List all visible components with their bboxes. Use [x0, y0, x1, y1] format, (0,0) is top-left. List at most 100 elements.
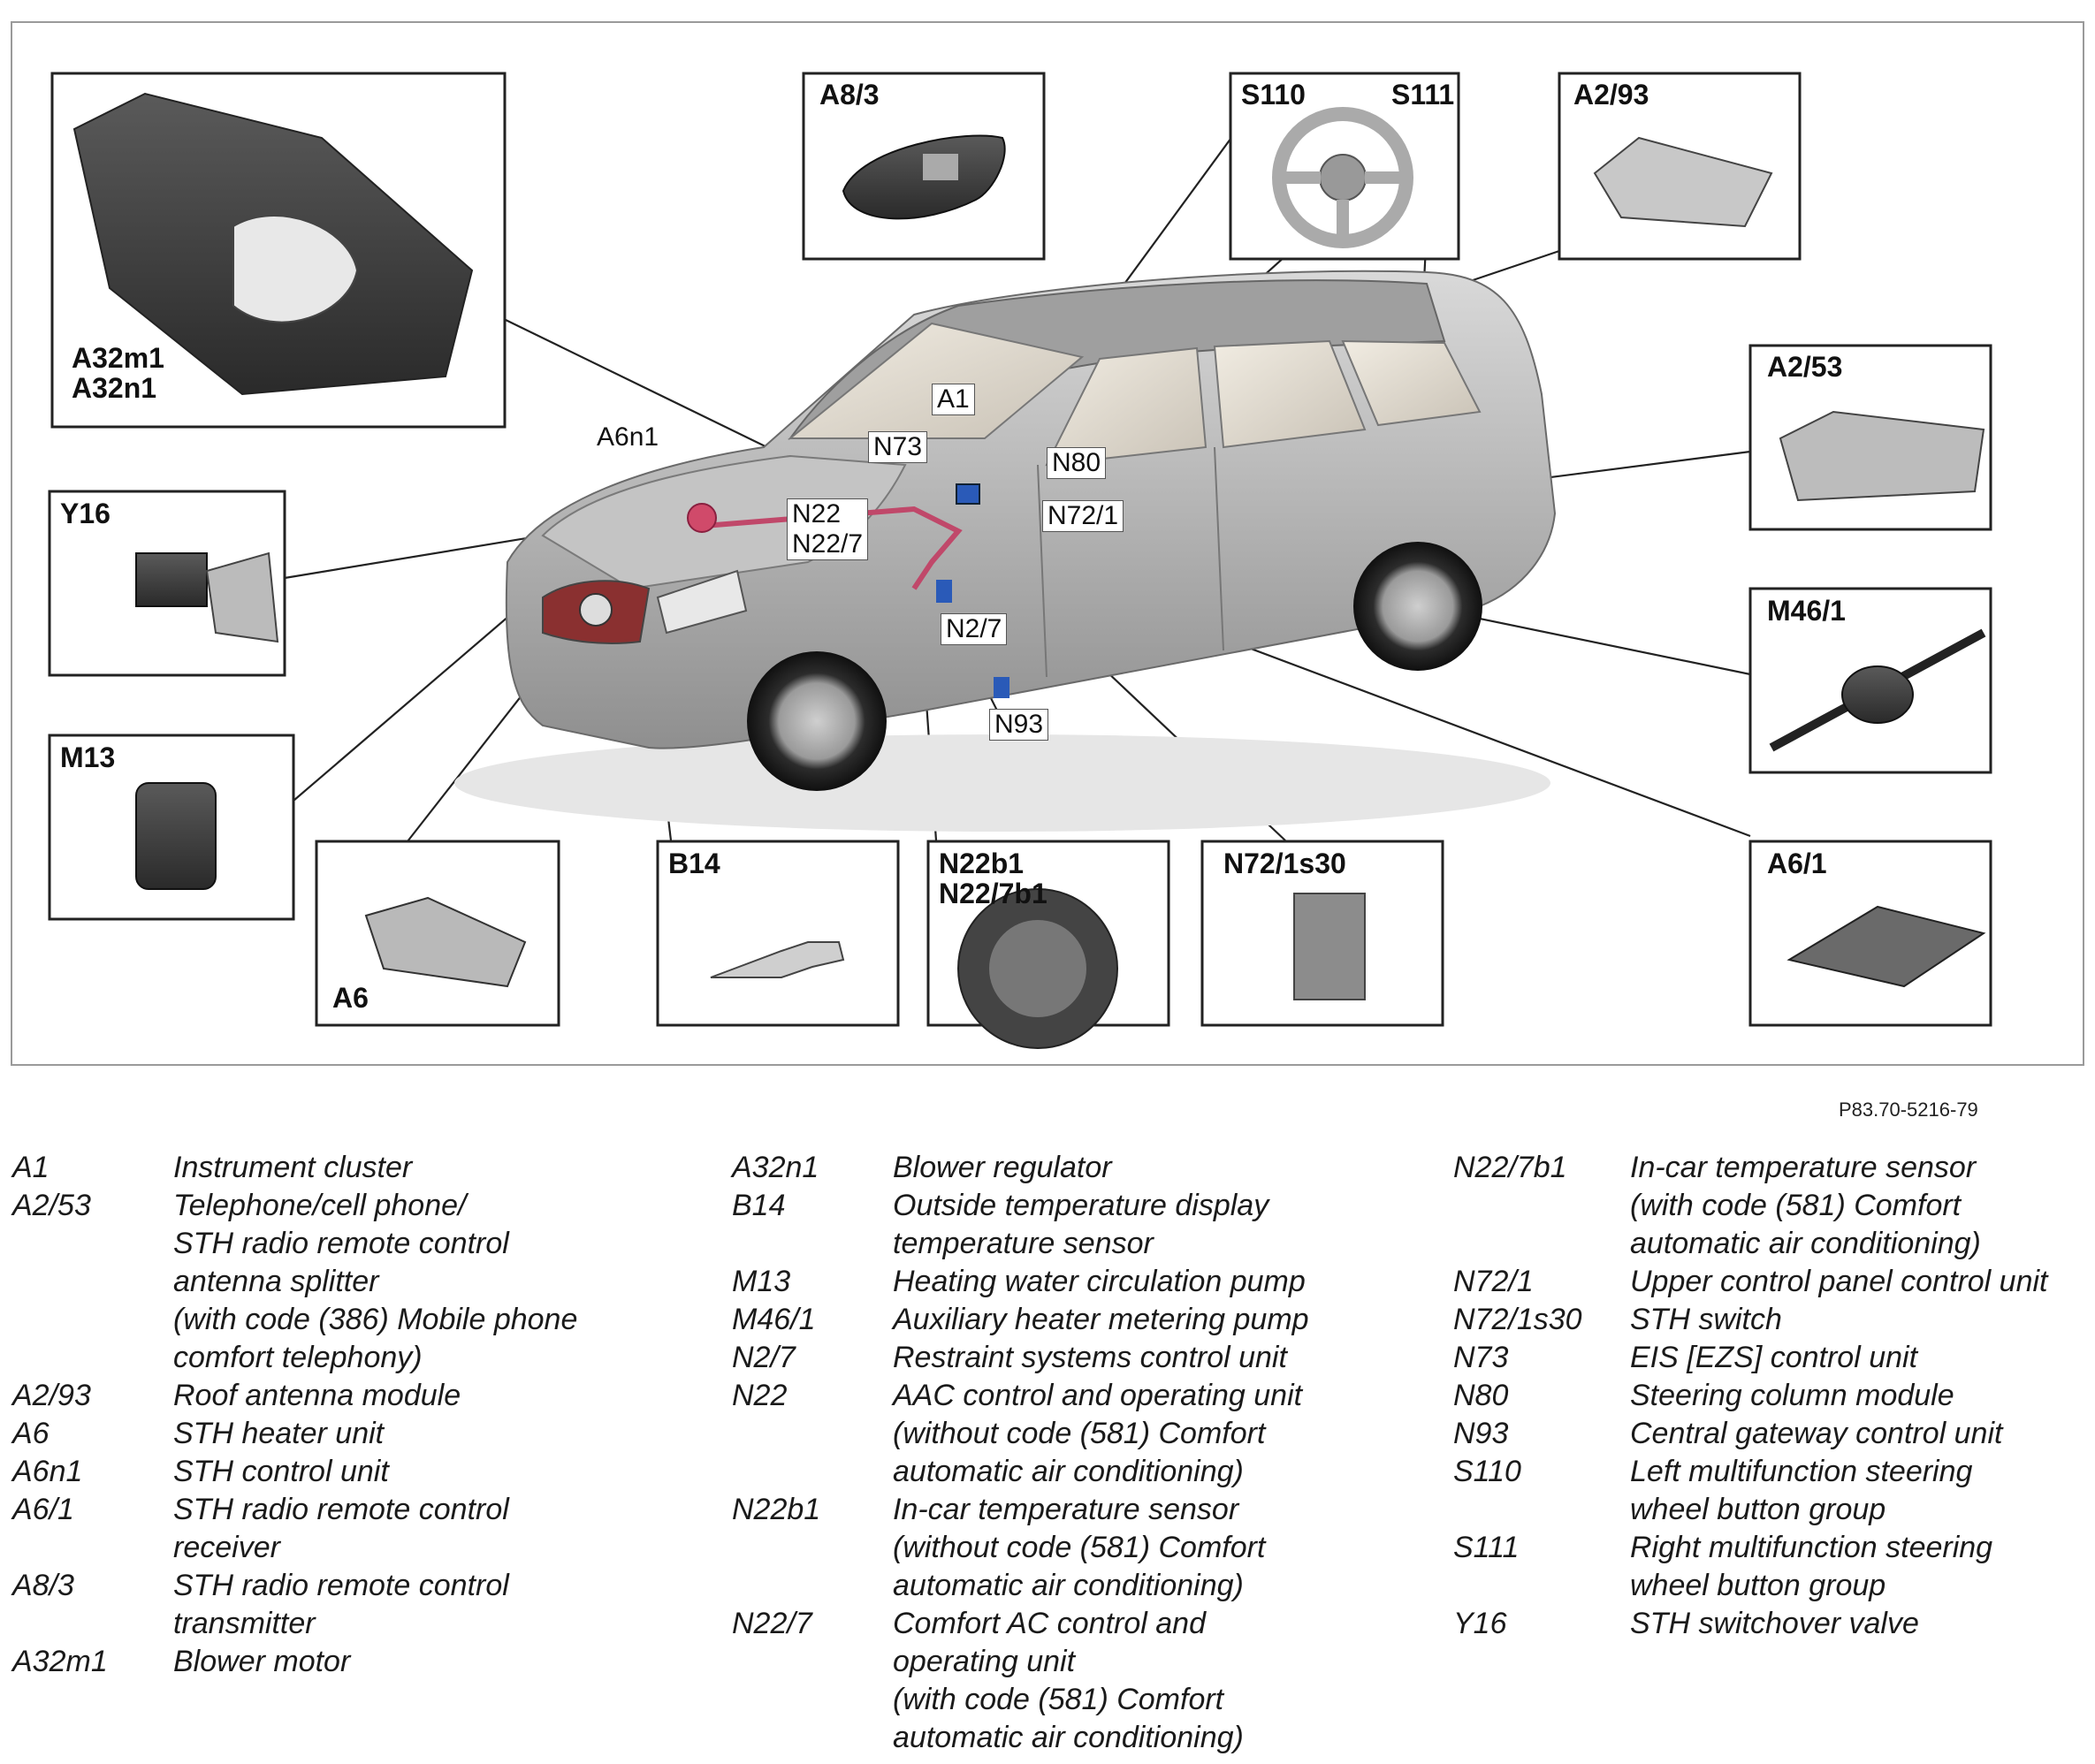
- legend-description: Steering column module: [1630, 1379, 1954, 1412]
- legend-code: N93: [1453, 1417, 1509, 1450]
- legend-row: S111 Right multifunction steering wheel b…: [1453, 1529, 2090, 1605]
- tag-n73: N73: [868, 431, 928, 463]
- legend-description: Instrument cluster: [173, 1151, 413, 1184]
- legend-description: Comfort AC control and operating unit (w…: [893, 1607, 1244, 1754]
- callout-a8-3: A8/3: [819, 79, 880, 110]
- callout-a6: A6: [332, 982, 369, 1014]
- tag-n93: N93: [989, 709, 1049, 741]
- legend-description: Central gateway control unit: [1630, 1417, 2003, 1450]
- legend-row: N72/1s30 STH switch: [1453, 1301, 2090, 1339]
- legend-column-3: N22/7b1 In-car temperature sensor (with c…: [1453, 1149, 2090, 1643]
- callout-s111: S111: [1391, 79, 1455, 110]
- legend-code: M46/1: [732, 1303, 816, 1336]
- legend-row: A2/53 Telephone/cell phone/ STH radio rem…: [12, 1187, 702, 1377]
- tag-a1: A1: [932, 384, 975, 415]
- legend-code: A2/53: [12, 1189, 91, 1222]
- callout-b14: B14: [668, 848, 720, 879]
- legend-row: A32m1 Blower motor: [12, 1643, 702, 1681]
- legend-code: N72/1: [1453, 1265, 1534, 1298]
- legend-row: N22b1 In-car temperature sensor (without …: [732, 1491, 1430, 1605]
- tag-n72-1: N72/1: [1042, 500, 1124, 532]
- legend-code: N22/7: [732, 1607, 812, 1640]
- tag-n80: N80: [1047, 447, 1107, 479]
- legend-code: N22: [732, 1379, 788, 1412]
- vehicle-illustration: [454, 270, 1557, 832]
- part-drawings: [72, 92, 1986, 1049]
- legend-code: N22/7b1: [1453, 1151, 1567, 1184]
- legend-code: N80: [1453, 1379, 1509, 1412]
- legend-code: N2/7: [732, 1341, 796, 1374]
- figure-reference: P83.70-5216-79: [1839, 1099, 1978, 1121]
- legend-code: A1: [12, 1151, 50, 1184]
- legend-row: A2/93 Roof antenna module: [12, 1377, 702, 1415]
- legend-description: Left multifunction steering wheel button…: [1630, 1455, 1973, 1526]
- legend-description: In-car temperature sensor (with code (58…: [1630, 1151, 1981, 1260]
- legend-row: N73 EIS [EZS] control unit: [1453, 1339, 2090, 1377]
- legend-row: N2/7 Restraint systems control unit: [732, 1339, 1430, 1377]
- callout-a32m1-a32n1: A32m1 A32n1: [72, 342, 164, 404]
- legend-row: A6 STH heater unit: [12, 1415, 702, 1453]
- legend-code: B14: [732, 1189, 786, 1222]
- callout-m13: M13: [60, 741, 116, 773]
- callout-a6-1: A6/1: [1767, 848, 1827, 879]
- callout-s110: S110: [1241, 79, 1306, 110]
- component-location-diagram: [48, 72, 1992, 1049]
- legend-code: M13: [732, 1265, 791, 1298]
- legend-code: A6/1: [12, 1493, 74, 1526]
- legend-description: Restraint systems control unit: [893, 1341, 1287, 1374]
- legend-code: A2/93: [12, 1379, 91, 1412]
- tag-a6n1: A6n1: [597, 422, 659, 452]
- legend-description: EIS [EZS] control unit: [1630, 1341, 1918, 1374]
- legend-description: Roof antenna module: [173, 1379, 461, 1412]
- legend-description: Heating water circulation pump: [893, 1265, 1306, 1298]
- legend-code: N73: [1453, 1341, 1509, 1374]
- legend-code: S111: [1453, 1531, 1520, 1564]
- callout-y16: Y16: [60, 498, 110, 529]
- legend-description: STH heater unit: [173, 1417, 385, 1450]
- legend-code: A6n1: [12, 1455, 83, 1488]
- legend-description: Upper control panel control unit: [1630, 1265, 2048, 1298]
- legend-description: Outside temperature display temperature …: [893, 1189, 1269, 1260]
- legend-row: A6/1 STH radio remote control receiver: [12, 1491, 702, 1567]
- legend-code: S110: [1453, 1455, 1521, 1488]
- legend-description: STH control unit: [173, 1455, 389, 1488]
- legend-code: Y16: [1453, 1607, 1507, 1640]
- legend-description: Telephone/cell phone/ STH radio remote c…: [173, 1189, 578, 1374]
- legend-row: A6n1 STH control unit: [12, 1453, 702, 1491]
- callout-n22b1-n22-7b1: N22b1 N22/7b1: [939, 848, 1048, 909]
- legend-row: S110 Left multifunction steering wheel bu…: [1453, 1453, 2090, 1529]
- legend-description: STH radio remote control transmitter: [173, 1569, 509, 1640]
- legend-code: N72/1s30: [1453, 1303, 1582, 1336]
- diagram-frame: A32m1 A32n1 A8/3 S110 S111 A2/93 A2/53 Y…: [11, 21, 2084, 1066]
- legend-description: Blower regulator: [893, 1151, 1112, 1184]
- legend-code: A32n1: [732, 1151, 819, 1184]
- legend-description: Blower motor: [173, 1645, 351, 1678]
- legend-row: N22 AAC control and operating unit (witho…: [732, 1377, 1430, 1491]
- callout-m46-1: M46/1: [1767, 595, 1846, 627]
- legend-code: A6: [12, 1417, 50, 1450]
- legend-row: N22/7b1 In-car temperature sensor (with c…: [1453, 1149, 2090, 1263]
- legend-description: AAC control and operating unit (without …: [893, 1379, 1303, 1488]
- legend-code: A8/3: [12, 1569, 74, 1602]
- legend-code: N22b1: [732, 1493, 821, 1526]
- legend-row: A1 Instrument cluster: [12, 1149, 702, 1187]
- callout-a2-93: A2/93: [1573, 79, 1649, 110]
- tag-n2-7: N2/7: [941, 613, 1008, 645]
- legend-row: A32n1 Blower regulator: [732, 1149, 1430, 1187]
- legend-row: N22/7 Comfort AC control and operating un…: [732, 1605, 1430, 1757]
- legend-row: M13 Heating water circulation pump: [732, 1263, 1430, 1301]
- legend-row: N80 Steering column module: [1453, 1377, 2090, 1415]
- legend-description: STH radio remote control receiver: [173, 1493, 509, 1564]
- callout-a2-53: A2/53: [1767, 351, 1843, 383]
- legend-description: STH switch: [1630, 1303, 1782, 1336]
- legend-description: In-car temperature sensor (without code …: [893, 1493, 1266, 1602]
- legend-row: B14 Outside temperature display temperatu…: [732, 1187, 1430, 1263]
- legend-row: N72/1 Upper control panel control unit: [1453, 1263, 2090, 1301]
- legend-description: Right multifunction steering wheel butto…: [1630, 1531, 1993, 1602]
- callout-n72-1s30: N72/1s30: [1223, 848, 1346, 879]
- legend-code: A32m1: [12, 1645, 108, 1678]
